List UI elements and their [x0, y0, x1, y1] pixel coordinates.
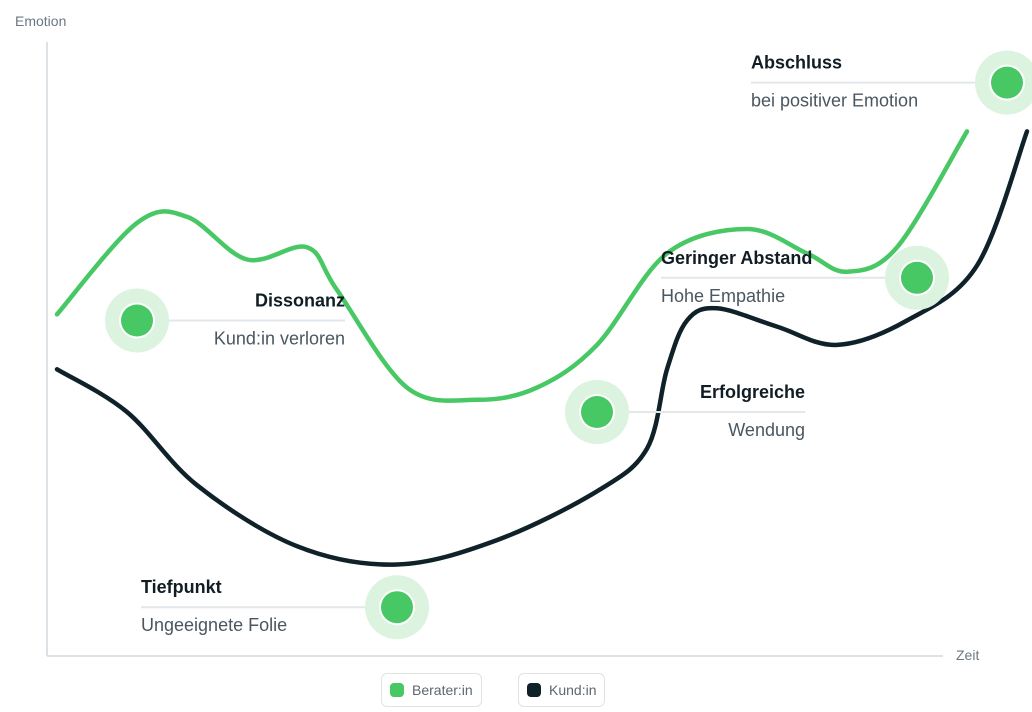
annotation-subtitle: Hohe Empathie	[661, 286, 785, 306]
annotation-subtitle: Wendung	[728, 420, 805, 440]
legend-swatch-berater	[390, 683, 404, 697]
annotation-title: Dissonanz	[255, 291, 345, 311]
annotation-title: Geringer Abstand	[661, 248, 812, 268]
series-line-berater	[54, 129, 970, 403]
legend-label-berater: Berater:in	[412, 682, 473, 698]
series-layer	[54, 129, 1030, 567]
annotation-2: Abschluss bei positiver Emotion	[751, 50, 1032, 115]
x-axis-label: Zeit	[956, 647, 979, 663]
annotation-title: Tiefpunkt	[141, 577, 222, 597]
marker-dot	[381, 591, 413, 624]
marker-dot	[581, 396, 613, 428]
marker-dot	[121, 304, 153, 337]
annotation-subtitle: bei positiver Emotion	[751, 91, 918, 111]
annotation-subtitle: Kund:in verloren	[214, 329, 345, 349]
annotation-title: Abschluss	[751, 53, 842, 73]
marker-dot	[991, 66, 1023, 99]
legend-item-kundin[interactable]: Kund:in	[518, 673, 606, 707]
annotation-subtitle: Ungeeignete Folie	[141, 615, 287, 635]
legend-swatch-kundin	[527, 683, 541, 697]
annotation-title: Erfolgreiche	[700, 382, 805, 402]
legend-item-berater[interactable]: Berater:in	[381, 673, 482, 707]
series-line-kundin	[54, 129, 1030, 567]
legend-label-kundin: Kund:in	[549, 682, 597, 698]
marker-dot	[901, 261, 933, 294]
y-axis-label: Emotion	[15, 13, 66, 29]
